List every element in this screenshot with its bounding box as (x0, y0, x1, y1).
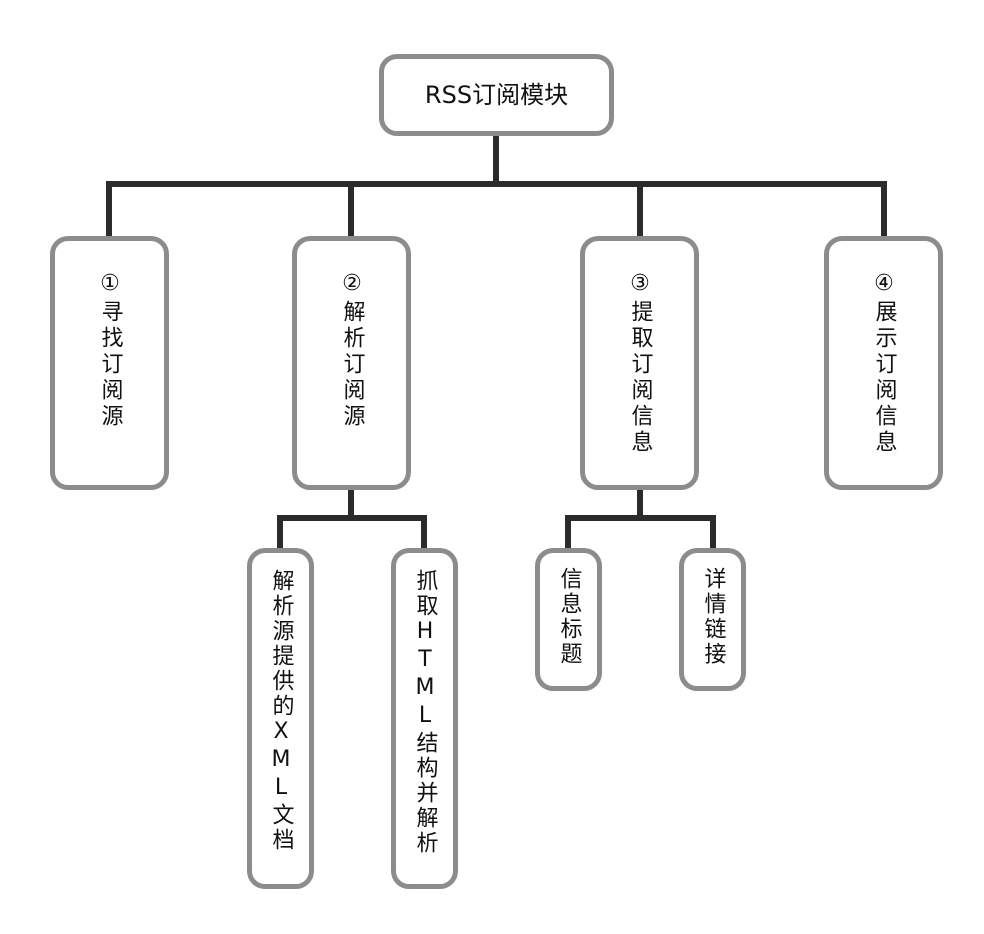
branch-node-parse-sources: ②解析订阅源 (292, 236, 411, 490)
branch-node-label: ④展示订阅信息 (871, 271, 897, 456)
sub-node-label: 抓取HTML结构并解析 (412, 569, 438, 856)
sub-node-label: 信息标题 (556, 567, 582, 667)
branch-node-extract-info: ③提取订阅信息 (580, 236, 699, 490)
branch-node-label: ③提取订阅信息 (627, 271, 653, 456)
root-node-label: RSS订阅模块 (424, 81, 569, 109)
root-node: RSS订阅模块 (379, 54, 614, 136)
sub-node-label: 详情链接 (700, 567, 726, 667)
sub-node-parse-xml: 解析源提供的XML文档 (247, 548, 314, 889)
branch-node-label: ②解析订阅源 (339, 271, 365, 430)
sub-node-info-title: 信息标题 (535, 548, 602, 691)
branch-node-label: ①寻找订阅源 (97, 271, 123, 430)
sub-node-detail-link: 详情链接 (679, 548, 746, 691)
sub-node-label: 解析源提供的XML文档 (268, 569, 294, 853)
sub-node-scrape-html: 抓取HTML结构并解析 (391, 548, 458, 889)
branch-node-display-info: ④展示订阅信息 (824, 236, 943, 490)
branch-node-find-sources: ①寻找订阅源 (50, 236, 169, 490)
